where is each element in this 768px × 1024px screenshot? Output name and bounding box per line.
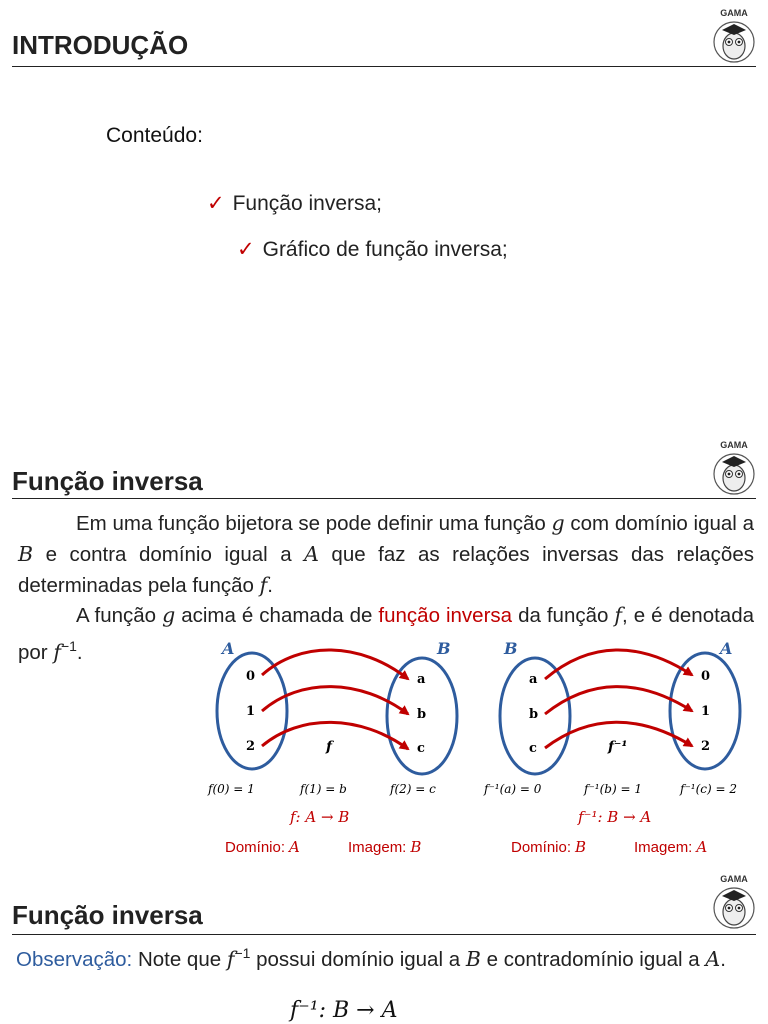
text-run: e contradomínio igual a bbox=[486, 947, 700, 971]
mapping-arrow bbox=[261, 648, 410, 681]
text-run: e contra domínio igual a bbox=[45, 543, 292, 566]
domain-elem: b bbox=[529, 707, 538, 722]
text-run: que faz as relações inversas das relaçõe… bbox=[18, 543, 754, 597]
image-caption: Imagem:B bbox=[348, 838, 421, 856]
math-var: B bbox=[18, 542, 34, 566]
definition-paragraph: Em uma função bijetora se pode definir u… bbox=[18, 508, 754, 601]
highlight-term: função inversa bbox=[378, 604, 513, 627]
content-label: Conteúdo: bbox=[106, 124, 203, 147]
slide-title: Função inversa bbox=[12, 466, 203, 496]
domain-elem: 1 bbox=[246, 704, 255, 719]
domain-caption: Domínio:B bbox=[511, 838, 586, 856]
math-var: f bbox=[226, 946, 235, 971]
function-diagrams: A B 0 1 2 a b c f f(0) = 1 f(1) = b f(2)… bbox=[207, 639, 742, 856]
title-divider bbox=[12, 66, 756, 67]
math-var: f bbox=[614, 603, 623, 627]
text-run: . bbox=[267, 574, 273, 597]
check-icon: ✓ bbox=[207, 192, 225, 215]
mapping-arrow bbox=[261, 685, 410, 716]
set-label-B: B bbox=[436, 639, 451, 658]
mapping-equation: f(0) = 1 bbox=[207, 782, 255, 796]
text-run: , e é denotada por bbox=[18, 604, 754, 664]
set-label-B: B bbox=[503, 639, 518, 658]
text-run: com domínio igual a bbox=[570, 512, 754, 535]
mapping-equation: f(2) = c bbox=[389, 782, 436, 796]
domain-elem: a bbox=[529, 672, 538, 687]
slide-funcao-inversa-definicao: Função inversa GAMA Em uma função bijeto… bbox=[0, 430, 768, 868]
list-item-label: Função inversa; bbox=[232, 192, 383, 215]
image-elem: 1 bbox=[701, 704, 710, 719]
mapping-arrow bbox=[544, 685, 694, 716]
math-var: f bbox=[259, 573, 268, 597]
set-label-A: A bbox=[220, 639, 234, 658]
function-label: f bbox=[325, 739, 335, 755]
list-item-label: Gráfico de função inversa; bbox=[262, 238, 508, 261]
gama-logo: GAMA bbox=[713, 440, 755, 495]
mapping-arrow bbox=[261, 720, 410, 751]
title-divider bbox=[12, 934, 756, 935]
text-run: . bbox=[76, 640, 83, 664]
image-ellipse bbox=[668, 651, 742, 771]
domain-caption: Domínio:A bbox=[225, 838, 300, 856]
slide-title: INTRODUÇÃO bbox=[12, 30, 189, 60]
text-run: da função bbox=[518, 604, 609, 627]
observation-label: Observação: bbox=[16, 947, 133, 971]
domain-elem: 2 bbox=[246, 739, 255, 754]
list-item: ✓ Função inversa; bbox=[207, 191, 382, 216]
math-var: g bbox=[162, 603, 176, 627]
slide-funcao-inversa-observacao: Função inversa GAMA Observação: Note que… bbox=[0, 868, 768, 1024]
function-notation: f⁻¹: B → A bbox=[577, 808, 651, 826]
set-label-A: A bbox=[718, 639, 732, 658]
check-icon: ✓ bbox=[237, 238, 255, 261]
logo-text: GAMA bbox=[720, 440, 748, 450]
superscript: −1 bbox=[234, 945, 251, 961]
text-run: possui domínio igual a bbox=[256, 947, 461, 971]
mapping-equation: f⁻¹(c) = 2 bbox=[679, 782, 737, 796]
slide-title: Função inversa bbox=[12, 900, 203, 930]
formula: f⁻¹: B → A bbox=[290, 998, 398, 1023]
superscript: −1 bbox=[60, 638, 77, 654]
logo-text: GAMA bbox=[720, 8, 748, 18]
math-var: g bbox=[551, 511, 565, 535]
text-run: . bbox=[720, 947, 726, 971]
domain-ellipse bbox=[215, 651, 289, 771]
mapping-equation: f⁻¹(a) = 0 bbox=[483, 782, 542, 796]
inverse-paragraph: A função g acima é chamada de função inv… bbox=[18, 600, 754, 668]
title-divider bbox=[12, 498, 756, 499]
mapping-arrow bbox=[544, 648, 694, 681]
logo-text: GAMA bbox=[720, 874, 748, 884]
gama-logo: GAMA bbox=[713, 874, 755, 929]
math-var: B bbox=[465, 946, 481, 971]
domain-elem: 0 bbox=[246, 669, 255, 684]
function-notation: f: A → B bbox=[289, 808, 349, 826]
list-item: ✓ Gráfico de função inversa; bbox=[237, 237, 508, 262]
text-run: Em uma função bijetora se pode definir u… bbox=[76, 512, 546, 535]
domain-elem: c bbox=[529, 741, 537, 756]
gama-logo: GAMA bbox=[713, 8, 755, 63]
image-ellipse bbox=[385, 656, 459, 776]
mapping-arrow bbox=[544, 720, 694, 750]
text-run: Note que bbox=[137, 947, 222, 971]
image-elem: b bbox=[417, 707, 426, 722]
math-var: A bbox=[705, 946, 721, 971]
math-var: f bbox=[53, 639, 61, 664]
image-elem: 2 bbox=[701, 739, 710, 754]
image-elem: 0 bbox=[701, 669, 710, 684]
text-run: A função bbox=[76, 604, 157, 627]
mapping-equation: f(1) = b bbox=[299, 782, 347, 796]
function-label: f⁻¹ bbox=[607, 739, 628, 755]
text-run: acima é chamada de bbox=[181, 604, 373, 627]
observation-paragraph: Observação: Note que f−1 possui domínio … bbox=[16, 938, 752, 975]
slide-introducao: INTRODUÇÃO GAMA Conteúdo: ✓ Função invers… bbox=[0, 0, 768, 430]
math-var: A bbox=[304, 542, 319, 566]
image-caption: Imagem:A bbox=[634, 838, 707, 856]
domain-ellipse bbox=[498, 656, 572, 776]
image-elem: c bbox=[417, 741, 425, 756]
image-elem: a bbox=[417, 672, 426, 687]
mapping-equation: f⁻¹(b) = 1 bbox=[583, 782, 642, 796]
